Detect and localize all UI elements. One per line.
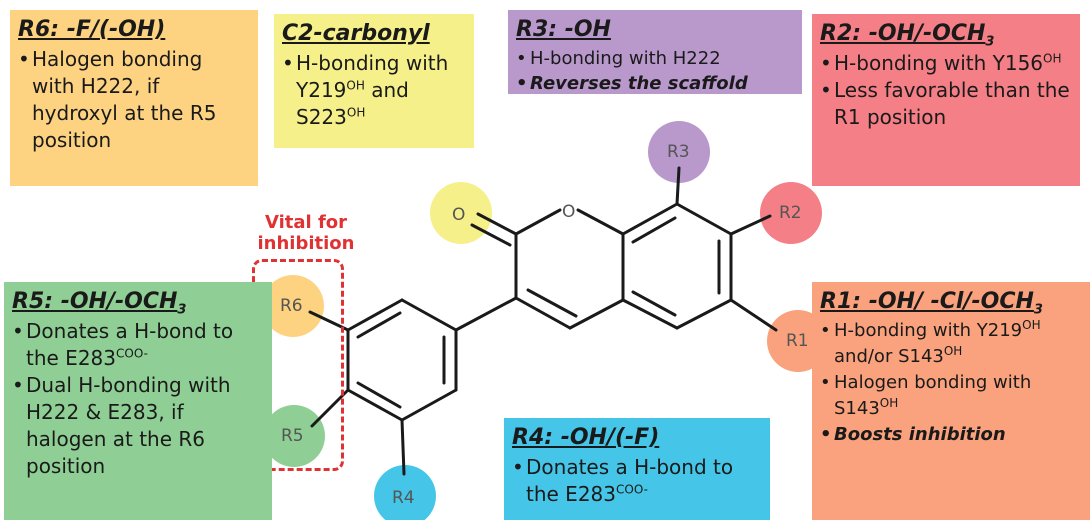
r5-info-box: R5: -OH/-OCH3 Donates a H-bond to the E2… [4,282,272,520]
r4-circle [374,465,436,520]
r1-bullet-2: Halogen bonding with S143OH [820,370,1082,422]
r3-label: R3 [667,142,690,162]
ring-oxygen-label: O [562,202,575,222]
r2-title: R2: -OH/-OCH3 [820,21,995,50]
r6-label: R6 [280,296,303,316]
bond-lines [308,166,778,476]
r3-bullet-2: Reverses the scaffold [516,71,794,96]
r5-title: R5: -OH/-OCH3 [12,289,187,318]
vital-for-inhibition-label: Vital for inhibition [257,212,355,254]
c2-title: C2-carbonyl [282,21,430,46]
r3-circle [648,121,710,183]
r2-label: R2 [779,203,802,223]
r6-bullets: Halogen bonding with H222, if hydroxyl a… [18,46,250,154]
r1-label: R1 [786,331,809,351]
r3-bullet-1: H-bonding with H222 [516,46,794,71]
r3-bullets: H-bonding with H222 Reverses the scaffol… [516,46,794,96]
r1-bullet-1: H-bonding with Y219OH and/or S143OH [820,318,1082,370]
r4-bullets: Donates a H-bond to the E283COO- [512,454,762,508]
r1-info-box: R1: -OH/ -Cl/-OCH3 H-bonding with Y219OH… [812,282,1090,520]
r2-bullet-2: Less favorable than the R1 position [820,77,1072,131]
r5-bullet-2: Dual H-bonding with H222 & E283, if halo… [12,372,264,480]
r4-bullet-1: Donates a H-bond to the E283COO- [512,454,762,508]
r4-title: R4: -OH/(-F) [512,425,660,450]
r6-info-box: R6: -F/(-OH) Halogen bonding with H222, … [10,10,258,186]
r6-bullet-1: Halogen bonding with H222, if hydroxyl a… [18,46,250,154]
c2-bullet-1: H-bonding with Y219OH and S223OH [282,50,466,131]
r4-info-box: R4: -OH/(-F) Donates a H-bond to the E28… [504,418,770,520]
r3-title: R3: -OH [516,17,611,42]
r3-info-box: R3: -OH H-bonding with H222 Reverses the… [508,10,802,96]
r1-bullets: H-bonding with Y219OH and/or S143OH Halo… [820,318,1082,448]
r5-bullets: Donates a H-bond to the E283COO- Dual H-… [12,318,264,480]
r5-bullet-1: Donates a H-bond to the E283COO- [12,318,264,372]
r2-info-box: R2: -OH/-OCH3 H-bonding with Y156OH Less… [812,14,1080,186]
c2-bullets: H-bonding with Y219OH and S223OH [282,50,466,131]
r5-label: R5 [281,426,304,446]
r1-title: R1: -OH/ -Cl/-OCH3 [820,289,1043,318]
c2-carbonyl-info-box: C2-carbonyl H-bonding with Y219OH and S2… [274,14,474,148]
r4-label: R4 [392,488,415,508]
r2-bullet-1: H-bonding with Y156OH [820,50,1072,77]
carbonyl-oxygen-label: O [452,205,465,225]
r2-circle [760,182,822,244]
r6-title: R6: -F/(-OH) [18,17,166,42]
r6-circle [262,275,324,337]
r2-bullets: H-bonding with Y156OH Less favorable tha… [820,50,1072,131]
r1-bullet-3: Boosts inhibition [820,422,1082,448]
r5-circle [263,405,325,467]
